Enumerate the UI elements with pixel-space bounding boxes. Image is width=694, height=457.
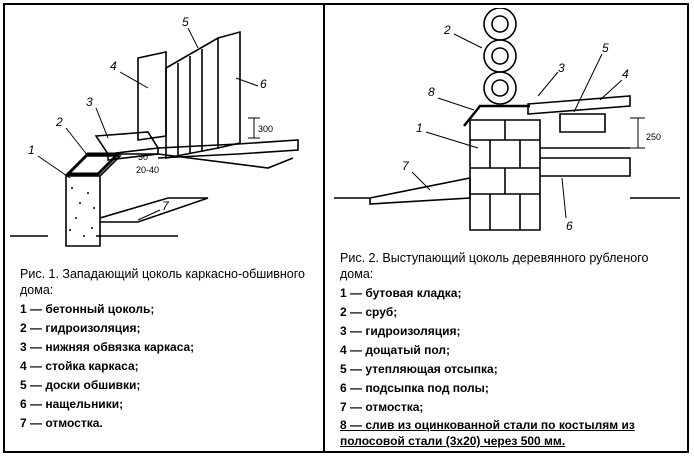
fig1-callout-4: 4 — [110, 59, 117, 73]
fig1-legend-item: 5 — доски обшивки; — [20, 378, 141, 392]
fig2-legend-item: 3 — гидроизоляция; — [340, 324, 461, 338]
fig1-caption-title: Рис. 1. Западающий цоколь каркасно-обшив… — [20, 267, 305, 297]
fig2-legend-item: 1 — бутовая кладка; — [340, 286, 462, 300]
fig1-legend-item: 1 — бетонный цоколь; — [20, 302, 155, 316]
fig2-callout-7: 7 — [402, 159, 410, 173]
fig2-legend-item: 2 — сруб; — [340, 305, 398, 319]
figure-2-caption: Рис. 2. Выступающий цоколь деревянного р… — [340, 250, 680, 449]
fig2-legend-item: 5 — утепляющая отсыпка; — [340, 362, 498, 376]
drip-flashing — [463, 104, 530, 127]
fig1-callout-6: 6 — [260, 77, 267, 91]
fig2-legend-item: 4 — дощатый пол; — [340, 343, 450, 357]
frame-stud — [137, 51, 167, 141]
fig1-legend-item: 3 — нижняя обвязка каркаса; — [20, 340, 195, 354]
fig1-dim-20-40: 20-40 — [136, 165, 159, 175]
fig1-legend-item: 4 — стойка каркаса; — [20, 359, 139, 373]
fig1-callout-2: 2 — [55, 115, 63, 129]
fig1-dim-300: 300 — [258, 124, 273, 134]
fig2-callout-3: 3 — [558, 61, 565, 75]
concrete-plinth — [65, 175, 101, 247]
outer-frame — [3, 3, 689, 453]
blind-area — [99, 197, 209, 223]
fig2-legend-item: 7 — отмостка; — [340, 400, 424, 414]
fig2-legend-item: 8 — слив из оцинкованной стали по костыл… — [340, 418, 635, 448]
fig2-callout-8: 8 — [428, 85, 435, 99]
fig1-legend-item: 7 — отмостка. — [20, 416, 103, 430]
battens — [217, 30, 241, 149]
fig2-dim-250: 250 — [646, 132, 661, 142]
siding-boards — [165, 36, 219, 159]
figure-1-drawing: 1 2 3 4 5 6 7 300 30 20-40 — [10, 15, 299, 247]
figure-2-drawing: 2 3 4 5 6 7 8 1 250 — [334, 8, 680, 233]
waterproofing — [64, 152, 122, 176]
fig2-caption-title: Рис. 2. Выступающий цоколь деревянного р… — [340, 251, 649, 281]
fig1-legend-item: 6 — нащельники; — [20, 397, 124, 411]
insulation-fill — [559, 113, 606, 133]
fig2-callout-1: 1 — [416, 121, 423, 135]
figure-1-caption: Рис. 1. Западающий цоколь каркасно-обшив… — [20, 266, 310, 433]
fig2-callout-5: 5 — [602, 41, 609, 55]
plank-floor — [527, 95, 631, 115]
fig2-legend-item: 6 — подсыпка под полы; — [340, 381, 489, 395]
fig1-callout-1: 1 — [28, 143, 35, 157]
center-divider — [323, 3, 325, 453]
fig2-callout-6: 6 — [566, 219, 573, 233]
fig2-callout-2: 2 — [443, 23, 451, 37]
fig1-callout-3: 3 — [86, 95, 93, 109]
floor-bedding — [540, 157, 631, 177]
fig1-dim-30: 30 — [138, 152, 148, 162]
sill-beam — [94, 131, 160, 155]
fig1-callout-7: 7 — [162, 199, 170, 213]
fig1-callout-5: 5 — [182, 15, 189, 29]
fig2-callout-4: 4 — [622, 67, 629, 81]
blind-area-2 — [369, 177, 471, 205]
fig1-legend-item: 2 — гидроизоляция; — [20, 321, 141, 335]
log-top — [483, 8, 517, 41]
